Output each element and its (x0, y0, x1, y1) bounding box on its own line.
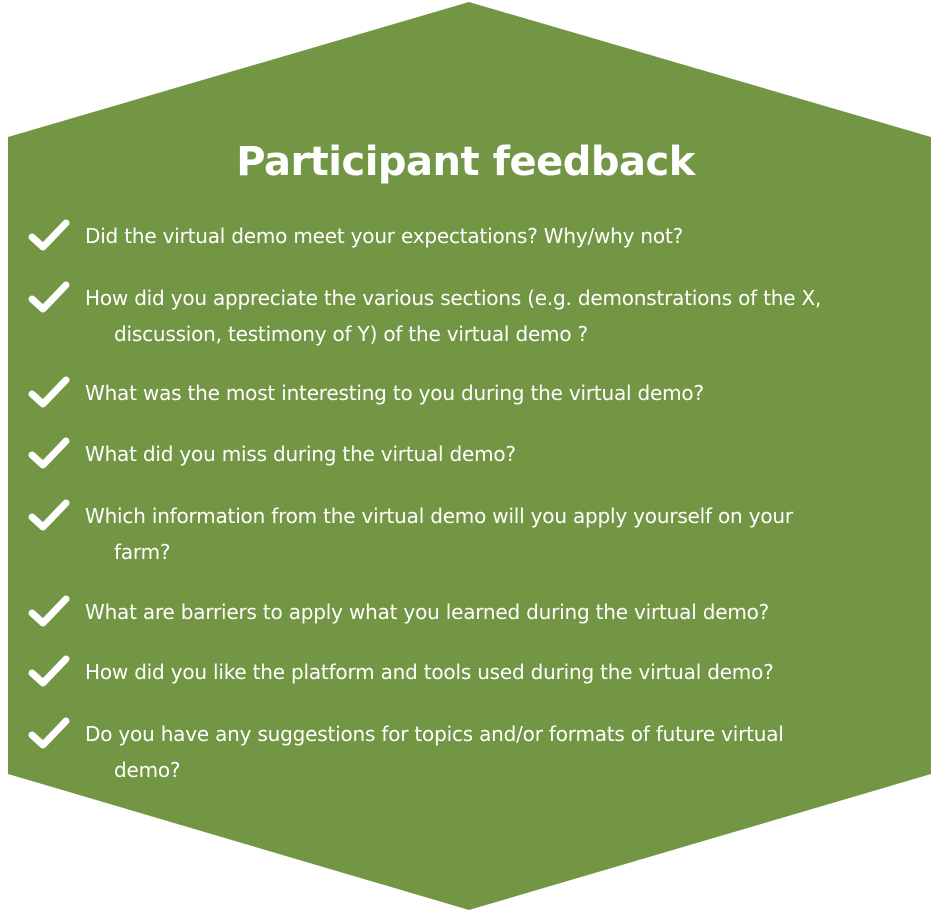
hexagon-shape (8, 2, 931, 910)
checkmark-icon (28, 376, 70, 408)
list-item-text: Did the virtual demo meet your expectati… (85, 218, 905, 254)
list-item-text: Which information from the virtual demo … (85, 498, 905, 570)
list-item-text: Do you have any suggestions for topics a… (85, 716, 905, 788)
checkmark-icon (28, 595, 70, 627)
list-item-text: How did you like the platform and tools … (85, 654, 905, 690)
checkmark-icon (28, 655, 70, 687)
list-item-line: How did you like the platform and tools … (85, 660, 774, 684)
list-item-line: What did you miss during the virtual dem… (85, 442, 516, 466)
checkmark-icon (28, 499, 70, 531)
panel-title: Participant feedback (236, 139, 695, 185)
list-item-text: What was the most interesting to you dur… (85, 375, 905, 411)
list-item-text: How did you appreciate the various secti… (85, 280, 905, 352)
checkmark-icon (28, 437, 70, 469)
list-item-text: What are barriers to apply what you lear… (85, 594, 905, 630)
list-item-line: What was the most interesting to you dur… (85, 381, 704, 405)
checkmark-icon (28, 717, 70, 749)
list-item-line: What are barriers to apply what you lear… (85, 600, 770, 624)
checkmark-icon (28, 219, 70, 251)
list-item-line: Do you have any suggestions for topics a… (85, 722, 784, 746)
list-item-line: Which information from the virtual demo … (85, 504, 793, 528)
list-item-line-continued: discussion, testimony of Y) of the virtu… (114, 322, 588, 346)
list-item-line-continued: farm? (114, 540, 171, 564)
list-item-text: What did you miss during the virtual dem… (85, 436, 905, 472)
list-item-line: Did the virtual demo meet your expectati… (85, 224, 683, 248)
list-item-line-continued: demo? (114, 758, 181, 782)
list-item-line: How did you appreciate the various secti… (85, 286, 822, 310)
checkmark-icon (28, 281, 70, 313)
